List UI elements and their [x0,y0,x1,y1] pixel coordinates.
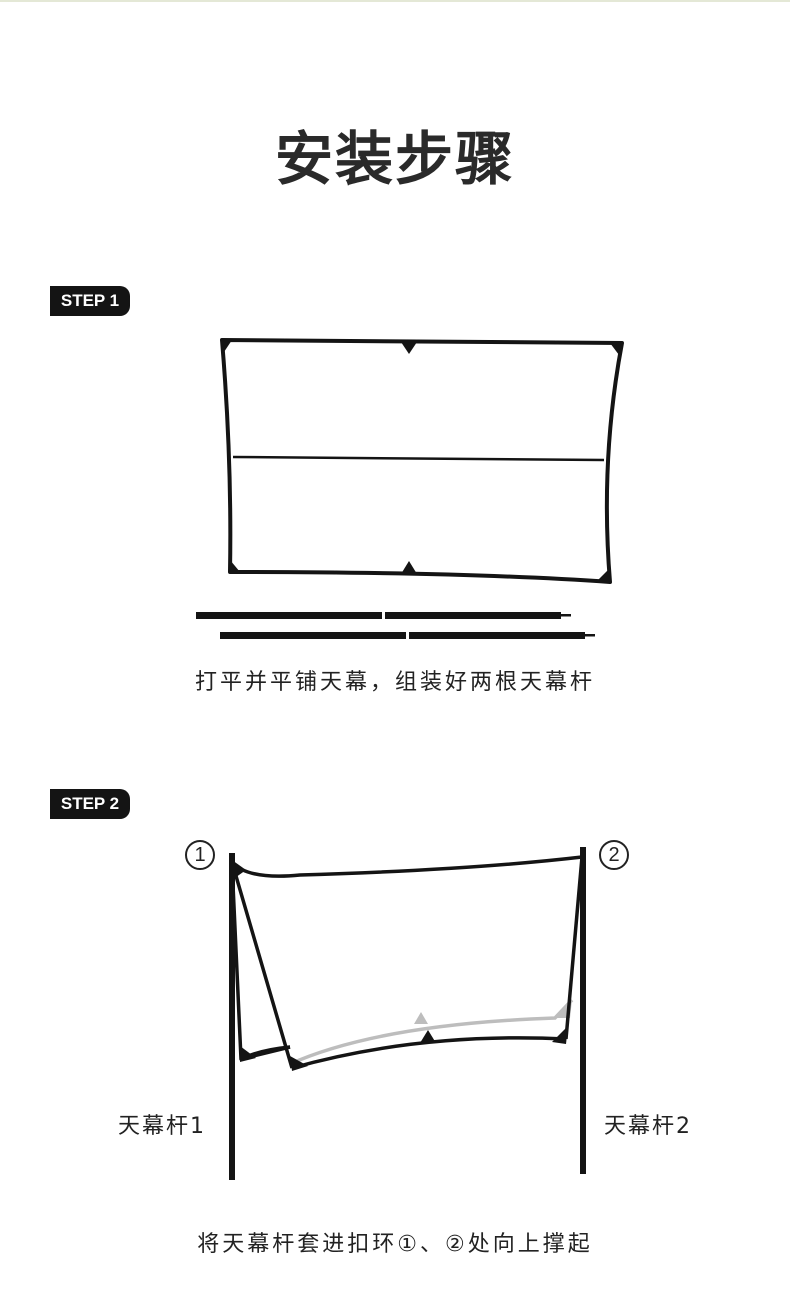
tarp-corner-tab [290,1056,308,1071]
step-1-caption: 打平并平铺天幕，组装好两根天幕杆 [194,670,595,695]
pole-2-label: 天幕杆2 [604,1114,692,1139]
tarp-right-edge [564,856,584,1040]
pole-1-label: 天幕杆1 [118,1114,206,1139]
tarp-corner-tab [228,560,240,572]
tarp-outline [220,338,624,584]
tarp-corner-tab [598,570,610,582]
step-1-illustration [196,338,624,639]
tarp-mid-tab [401,342,417,354]
tarp-corner-tab [610,343,622,355]
pole-segment [196,612,382,619]
pole-tip [585,634,595,637]
tarp-back-tab [414,1012,428,1024]
pole-segment [385,612,561,619]
step-2-illustration [229,847,586,1180]
tarp-corner-tab [232,860,246,880]
pole-segment [409,632,585,639]
pole-segment [220,632,406,639]
step-2-badge: STEP 2 [50,789,130,819]
pole-2 [580,847,586,1174]
tarp-fold-line [232,455,605,462]
tarp-mid-tab [401,561,417,574]
marker-2-icon: 2 [599,840,629,870]
marker-1-icon: 1 [185,840,215,870]
tarp-top-edge [230,855,583,878]
pole-1 [229,853,235,1180]
tarp-left-fold [230,862,294,1069]
top-rule [0,0,790,2]
pole-tip [561,614,571,617]
tarp-corner-tab [240,1046,256,1062]
tarp-mid-tab [420,1030,436,1043]
tarp-back-edge [289,998,574,1066]
tarp-corner-tab [222,340,232,352]
page-title: 安装步骤 [274,125,515,193]
step-2-caption: 将天幕杆套进扣环①、②处向上撑起 [197,1232,593,1257]
step-1-badge: STEP 1 [50,286,130,316]
tarp-corner-tab [552,1026,568,1044]
